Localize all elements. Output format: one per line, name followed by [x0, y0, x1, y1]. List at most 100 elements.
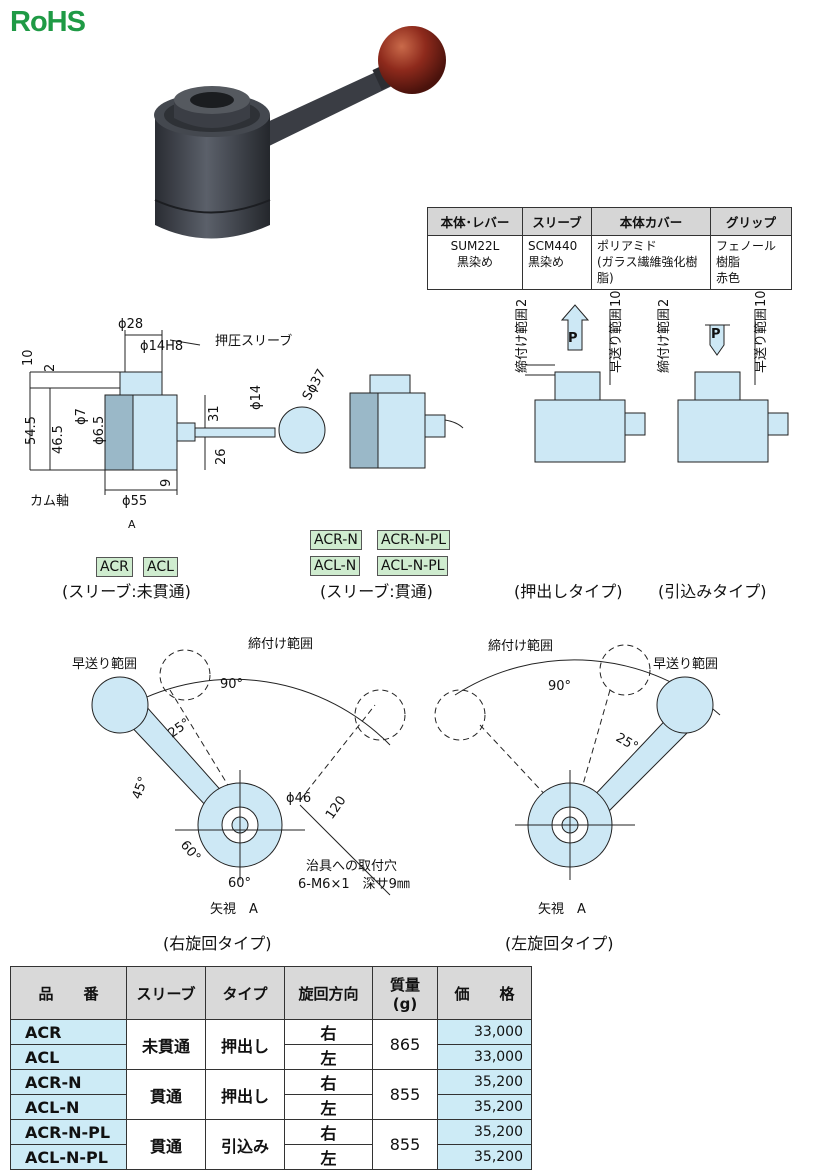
- dim-d6-5: ϕ6.5: [92, 416, 107, 445]
- caption-push-type: (押出しタイプ): [514, 582, 623, 601]
- price-header-price: 価 格: [437, 966, 532, 1020]
- type-cell: 引込み: [205, 1119, 285, 1170]
- right-fast-label: 早送り範囲: [72, 657, 137, 672]
- direction-cell: 右: [284, 1019, 373, 1045]
- left-view-a: 矢視 A: [538, 902, 586, 917]
- dim-26: 26: [214, 448, 229, 465]
- material-value: SCM440: [528, 239, 578, 253]
- material-finish: 黒染め: [456, 255, 493, 270]
- push-arrow-p: P: [568, 331, 578, 346]
- direction-cell: 左: [284, 1044, 373, 1070]
- label-pressure-sleeve: 押圧スリーブ: [215, 333, 292, 349]
- pull-clamp-value: 2: [657, 299, 672, 307]
- pull-fast-label: 早送り範囲: [754, 308, 769, 373]
- sleeve-cell: 貫通: [126, 1069, 206, 1120]
- dim-2: 2: [43, 364, 58, 372]
- dim-d7: ϕ7: [74, 408, 89, 425]
- label-cam-shaft: カム軸: [30, 494, 69, 509]
- label-arrow-a: A: [128, 518, 136, 530]
- rohs-logo: RoHS: [10, 6, 86, 38]
- price-table: 品 番 スリーブ タイプ 旋回方向 質量 (g) 価 格 ACR 未貫通 押出し…: [10, 966, 532, 1170]
- dim-d14: ϕ14: [249, 385, 264, 410]
- badge-acl: ACL: [143, 557, 178, 577]
- mass-cell: 865: [372, 1019, 438, 1070]
- model-cell: ACR-N-PL: [10, 1119, 127, 1145]
- price-header-mass: 質量 (g): [372, 966, 438, 1020]
- material-cell: SUM22L 黒染め: [427, 235, 523, 290]
- push-fast-label: 早送り範囲: [609, 308, 624, 373]
- model-cell: ACR-N: [10, 1069, 127, 1095]
- dim-31: 31: [207, 405, 222, 422]
- caption-sleeve-closed: (スリーブ:未貫通): [62, 582, 191, 601]
- dim-54-5: 54.5: [24, 416, 39, 445]
- right-angle-60b: 60°: [228, 876, 251, 891]
- material-finish: (ガラス繊維強化樹脂): [597, 255, 698, 286]
- direction-cell: 右: [284, 1119, 373, 1145]
- drawing-acr-n: [349, 374, 464, 469]
- right-angle-60a: 60°: [177, 838, 203, 865]
- price-header-model: 品 番: [10, 966, 127, 1020]
- sleeve-cell: 貫通: [126, 1119, 206, 1170]
- right-dim-d46: ϕ46: [286, 791, 311, 806]
- direction-cell: 右: [284, 1069, 373, 1095]
- left-clamp-label: 締付け範囲: [488, 638, 553, 654]
- drawing-push-type: P 締付け範囲 2 早送り範囲 10: [514, 290, 646, 463]
- left-fast-label: 早送り範囲: [653, 657, 718, 672]
- drawing-acr-acl: ϕ28 ϕ14H8 押圧スリーブ ϕ14 Sϕ37 10 2 54.5 46.5…: [21, 317, 330, 530]
- material-value: SUM22L: [450, 239, 500, 253]
- dim-d55: ϕ55: [122, 494, 147, 509]
- dim-d28: ϕ28: [118, 317, 143, 332]
- material-cell: ポリアミド (ガラス繊維強化樹脂): [591, 235, 711, 290]
- right-hole-spec: 6-M6×1 深サ9㎜: [298, 877, 410, 892]
- mass-cell: 855: [372, 1069, 438, 1120]
- price-cell: 35,200: [437, 1094, 532, 1120]
- model-cell: ACL: [10, 1044, 127, 1070]
- caption-left-turn: (左旋回タイプ): [505, 934, 614, 953]
- sleeve-cell: 未貫通: [126, 1019, 206, 1070]
- right-hole-label: 治具への取付穴: [306, 859, 397, 874]
- pull-clamp-label: 締付け範囲: [656, 308, 672, 373]
- price-cell: 33,000: [437, 1044, 532, 1070]
- dim-9: 9: [159, 479, 174, 487]
- type-cell: 押出し: [205, 1019, 285, 1070]
- price-cell: 35,200: [437, 1144, 532, 1170]
- badge-acl-n-pl: ACL-N-PL: [377, 556, 449, 576]
- price-cell: 33,000: [437, 1019, 532, 1045]
- badge-acr-n-pl: ACR-N-PL: [377, 530, 451, 550]
- dim-10: 10: [21, 349, 36, 366]
- right-angle-90: 90°: [220, 677, 243, 692]
- material-table: 本体･レバー スリーブ 本体カバー グリップ SUM22L 黒染め SCM440…: [427, 207, 792, 290]
- price-header-type: タイプ: [205, 966, 285, 1020]
- badge-acr-n: ACR-N: [310, 530, 362, 550]
- material-header: 本体･レバー: [427, 207, 523, 236]
- dim-d14h8: ϕ14H8: [140, 339, 183, 354]
- material-header: グリップ: [710, 207, 792, 236]
- left-angle-90: 90°: [548, 679, 571, 694]
- push-fast-value: 10: [609, 290, 624, 307]
- direction-cell: 左: [284, 1094, 373, 1120]
- caption-sleeve-through: (スリーブ:貫通): [320, 582, 433, 601]
- view-left-turn: 締付け範囲 早送り範囲 90° 25° 矢視 A: [434, 638, 721, 917]
- drawing-pull-type: P 締付け範囲 2 早送り範囲 10: [656, 290, 789, 463]
- material-value: フェノール樹脂: [716, 239, 777, 270]
- model-cell: ACR: [10, 1019, 127, 1045]
- right-angle-45: 45°: [130, 775, 152, 802]
- caption-pull-type: (引込みタイプ): [658, 582, 767, 601]
- badge-acl-n: ACL-N: [310, 556, 361, 576]
- model-cell: ACL-N-PL: [10, 1144, 127, 1170]
- price-header-sleeve: スリーブ: [126, 966, 206, 1020]
- mass-cell: 855: [372, 1119, 438, 1170]
- price-header-direction: 旋回方向: [284, 966, 373, 1020]
- pull-fast-value: 10: [754, 290, 769, 307]
- direction-cell: 左: [284, 1144, 373, 1170]
- material-finish: 黒染め: [528, 255, 565, 270]
- push-clamp-label: 締付け範囲: [514, 308, 530, 373]
- right-dim-120: 120: [323, 793, 350, 822]
- material-value: ポリアミド: [597, 239, 657, 253]
- dim-s37: Sϕ37: [300, 367, 330, 403]
- right-view-a: 矢視 A: [210, 902, 258, 917]
- model-cell: ACL-N: [10, 1094, 127, 1120]
- type-cell: 押出し: [205, 1069, 285, 1120]
- price-cell: 35,200: [437, 1119, 532, 1145]
- product-photo: [154, 26, 446, 239]
